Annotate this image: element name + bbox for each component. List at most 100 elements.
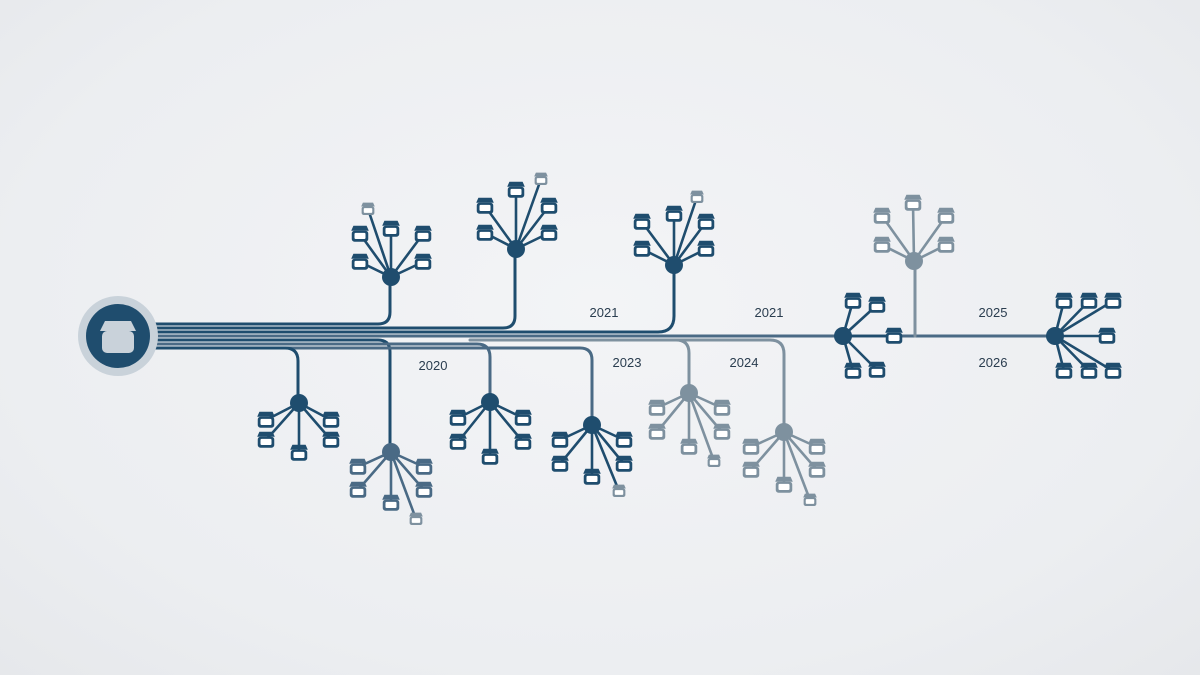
branch-spoke: [1053, 299, 1115, 338]
storefront-icon: [322, 431, 340, 448]
storefront-icon: [742, 461, 760, 478]
branch-cluster-b7: [257, 394, 340, 461]
storefront-icon: [633, 213, 651, 230]
branch-cluster-b3: [633, 190, 715, 274]
branch-hub: [382, 268, 400, 286]
storefront-icon: [382, 220, 400, 237]
storefront-icon: [844, 292, 862, 309]
storefront-icon: [1104, 292, 1122, 309]
branch-cluster-b9: [449, 393, 532, 465]
year-label: 2024: [730, 355, 759, 370]
storefront-icon: [713, 399, 731, 416]
branch-cluster-b8: [349, 443, 433, 525]
branch-hub: [905, 252, 923, 270]
storefront-icon: [690, 190, 704, 203]
storefront-icon: [697, 240, 715, 257]
storefront-icon: [351, 253, 369, 270]
storefront-icon: [873, 236, 891, 253]
storefront-icon: [633, 240, 651, 257]
storefront-icon: [349, 458, 367, 475]
storefront-icon: [540, 224, 558, 241]
storefront-icon: [551, 455, 569, 472]
year-label: 2023: [613, 355, 642, 370]
storefront-icon: [713, 423, 731, 440]
storefront-icon: [868, 296, 886, 313]
root-storefront-icon: [100, 321, 136, 353]
storefront-icon: [351, 225, 369, 242]
storefront-icon: [615, 431, 633, 448]
branch-hub: [583, 416, 601, 434]
storefront-icon: [514, 433, 532, 450]
branch-cluster-b6: [1046, 292, 1122, 379]
branch-cluster-b10: [648, 384, 731, 467]
storefront-icon: [612, 484, 626, 497]
storefront-icon: [534, 172, 548, 185]
connector-line: [148, 346, 300, 405]
branch-cluster-b5: [834, 292, 903, 379]
storefront-icon: [775, 476, 793, 493]
storefront-icon: [648, 399, 666, 416]
storefront-icon: [476, 224, 494, 241]
storefront-icon: [1080, 362, 1098, 379]
storefront-icon: [697, 213, 715, 230]
branch-spoke: [782, 430, 812, 502]
branch-hub: [665, 256, 683, 274]
branch-cluster-b11: [742, 423, 826, 506]
branch-spoke: [590, 423, 621, 493]
branch-spoke: [389, 450, 418, 521]
storefront-icon: [1055, 362, 1073, 379]
storefront-icon: [290, 444, 308, 461]
branch-spoke: [366, 207, 393, 279]
year-label: 2021: [590, 305, 619, 320]
branch-hub: [481, 393, 499, 411]
storefront-icon: [257, 411, 275, 428]
storefront-icon: [707, 454, 721, 467]
branch-hub: [382, 443, 400, 461]
connector-line: [148, 254, 517, 330]
connector-line: [148, 346, 594, 427]
storefront-icon: [551, 431, 569, 448]
storefront-icon: [904, 194, 922, 211]
storefront-icon: [449, 409, 467, 426]
storefront-icon: [507, 181, 525, 198]
storefront-icon: [322, 411, 340, 428]
year-label: 2020: [419, 358, 448, 373]
branch-hub: [1046, 327, 1064, 345]
storefront-icon: [808, 461, 826, 478]
storefront-icon: [1104, 362, 1122, 379]
root-node: [78, 296, 158, 376]
storefront-icon: [415, 458, 433, 475]
branch-spoke: [514, 177, 543, 251]
year-label: 2026: [979, 355, 1008, 370]
storefront-icon: [583, 468, 601, 485]
storefront-icon: [937, 236, 955, 253]
storefront-icon: [409, 512, 423, 525]
storefront-icon: [382, 494, 400, 511]
storefront-icon: [415, 481, 433, 498]
branch-hub: [834, 327, 852, 345]
storefront-icon: [514, 409, 532, 426]
storefront-icon: [885, 327, 903, 344]
branch-spoke: [911, 201, 916, 263]
year-label: 2021: [755, 305, 784, 320]
storefront-icon: [349, 481, 367, 498]
storefront-icon: [361, 202, 375, 215]
branch-spoke: [687, 391, 716, 463]
storefront-icon: [808, 438, 826, 455]
storefront-icon: [648, 423, 666, 440]
year-labels: 2021 2021 2025 2020 2023 2024 2026: [419, 305, 1008, 373]
connector-line: [148, 283, 392, 326]
storefront-icon: [1055, 292, 1073, 309]
connector-line: [148, 342, 492, 404]
storefront-icon: [540, 197, 558, 214]
storefront-icon: [803, 493, 817, 506]
branch-spoke: [672, 195, 699, 267]
storefront-icon: [873, 207, 891, 224]
storefront-icon: [680, 438, 698, 455]
storefront-icon: [449, 433, 467, 450]
branch-cluster-b1: [351, 202, 432, 286]
branch-cluster-b12: [551, 416, 633, 497]
storefront-icon: [481, 448, 499, 465]
year-label: 2025: [979, 305, 1008, 320]
